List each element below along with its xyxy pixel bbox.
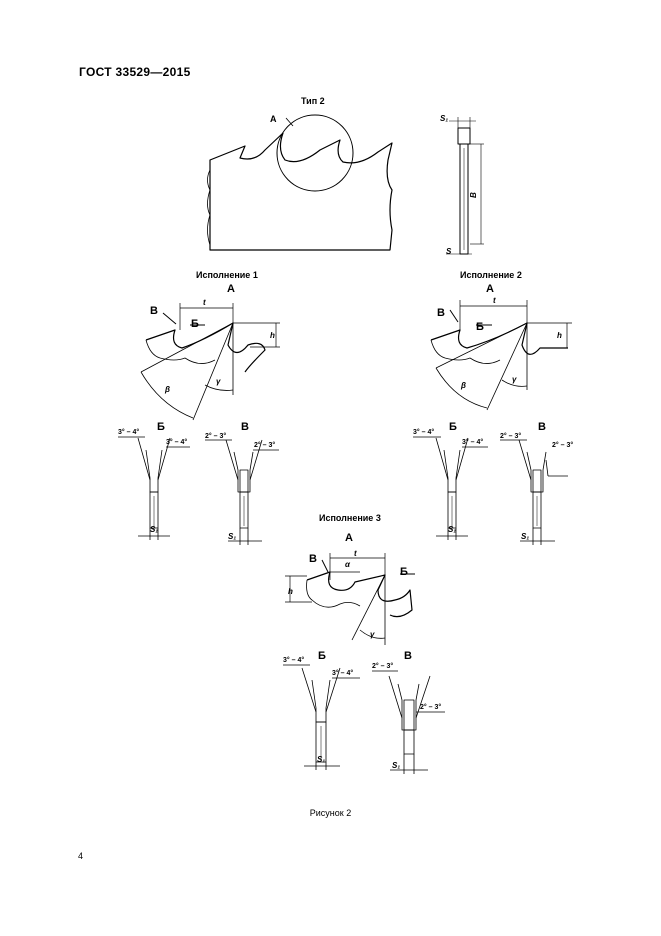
variant2-section-b <box>413 436 488 540</box>
variant2-b-angle-left: 3° – 4° <box>413 428 434 436</box>
figure-caption: Рисунок 2 <box>309 808 352 818</box>
variant1-gamma: γ <box>216 377 221 386</box>
variant2-label-b: Б <box>476 321 484 333</box>
page-number: 4 <box>78 851 84 861</box>
variant3-section-b <box>283 664 360 770</box>
variant2-v-angle-right: 2° – 3° <box>552 441 573 449</box>
document-header: ГОСТ 33529—2015 <box>79 65 191 79</box>
variant2-dim-h: h <box>557 331 562 340</box>
variant3-v-s1: S₁ <box>392 761 400 770</box>
variant3-dim-h: h <box>288 587 293 596</box>
dim-s1-label: S₁ <box>440 114 448 123</box>
variant2-view-a: А <box>486 283 494 295</box>
variant2-dim-t: t <box>493 296 496 305</box>
variant1-v-angle-left: 2° – 3° <box>205 432 226 440</box>
variant3-section-v-title: В <box>404 650 412 662</box>
blade-fragment <box>207 114 393 251</box>
variant3-alpha: α <box>345 560 351 569</box>
dim-s-label: S <box>446 247 452 256</box>
variant3-title: Исполнение 3 <box>319 513 381 523</box>
variant2-tooth <box>430 300 572 411</box>
variant2-b-s1: S₁ <box>448 525 456 534</box>
variant3-section-b-title: Б <box>318 650 326 662</box>
variant1-b-angle-right: 3° – 4° <box>166 438 187 446</box>
variant3-v-angle-left: 2° – 3° <box>372 662 393 670</box>
variant2-label-v: В <box>437 307 445 319</box>
variant3-dim-t: t <box>354 549 357 558</box>
variant1-b-s1: S₁ <box>150 525 158 534</box>
blade-side-view <box>446 117 484 255</box>
variant2-section-b-title: Б <box>449 421 457 433</box>
variant3-label-b: Б <box>400 566 408 578</box>
dim-b-label: B <box>469 192 478 198</box>
variant3-gamma: γ <box>370 630 375 639</box>
variant1-v-angle-right: 2° – 3° <box>254 441 275 449</box>
type-title: Тип 2 <box>301 96 325 106</box>
variant3-b-angle-left: 3° – 4° <box>283 656 304 664</box>
variant1-label-v: В <box>150 305 158 317</box>
variant1-section-v <box>205 439 279 545</box>
variant2-b-angle-right: 3° – 4° <box>462 438 483 446</box>
variant3-view-a: А <box>345 532 353 544</box>
variant3-b-s1: S₁ <box>317 755 325 764</box>
variant1-v-s1: S₁ <box>228 532 236 541</box>
variant2-beta: β <box>460 381 466 390</box>
view-a-callout: А <box>270 114 277 124</box>
variant3-tooth <box>285 553 415 645</box>
variant1-title: Исполнение 1 <box>196 270 258 280</box>
variant1-tooth <box>140 303 280 421</box>
variant3-v-angle-right: 2° – 3° <box>420 703 441 711</box>
variant2-v-angle-left: 2° – 3° <box>500 432 521 440</box>
variant1-label-b: Б <box>191 318 199 330</box>
variant3-b-angle-right: 3° – 4° <box>332 669 353 677</box>
variant1-section-v-title: В <box>241 421 249 433</box>
variant1-dim-t: t <box>203 298 206 307</box>
variant1-section-b <box>118 436 190 540</box>
variant2-gamma: γ <box>512 375 517 384</box>
variant2-section-v-title: В <box>538 421 546 433</box>
variant2-title: Исполнение 2 <box>460 270 522 280</box>
variant1-view-a: А <box>227 283 235 295</box>
variant2-v-s1: S₁ <box>521 532 529 541</box>
variant1-dim-h: h <box>270 331 275 340</box>
variant2-section-v <box>500 439 568 545</box>
variant3-label-v: В <box>309 553 317 565</box>
variant1-beta: β <box>164 385 170 394</box>
variant1-section-b-title: Б <box>157 421 165 433</box>
variant3-section-v <box>372 670 445 774</box>
variant1-b-angle-left: 3° – 4° <box>118 428 139 436</box>
